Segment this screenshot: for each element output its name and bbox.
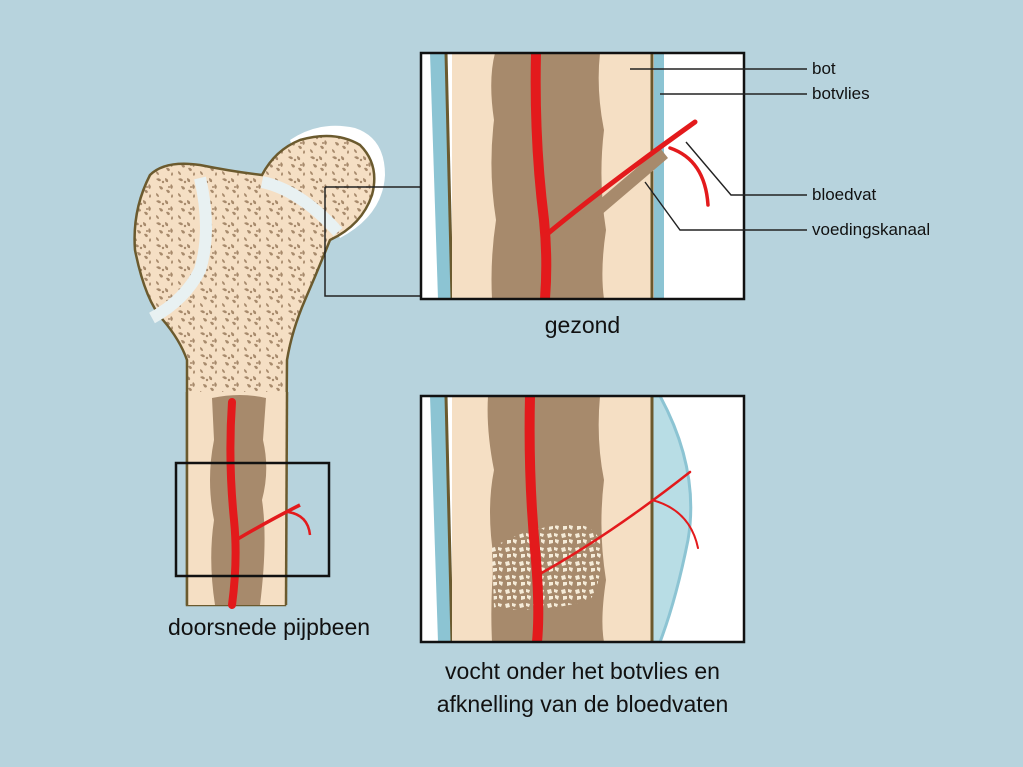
label-botvlies: botvlies — [812, 84, 870, 103]
healthy-inset — [419, 51, 746, 301]
label-bot: bot — [812, 59, 836, 78]
label-bloedvat: bloedvat — [812, 185, 877, 204]
femur-figure — [133, 125, 421, 609]
caption-bone-section: doorsnede pijpbeen — [168, 614, 371, 640]
zoom-box — [174, 461, 331, 578]
caption-healthy: gezond — [544, 312, 621, 338]
caption-swollen-line1: vocht onder het botvlies en — [445, 658, 720, 684]
caption-swollen-line2: afknelling van de bloedvaten — [436, 691, 729, 717]
connector-line — [324, 187, 421, 297]
swollen-inset — [419, 394, 746, 644]
leader-lines — [630, 68, 807, 231]
label-voedingskanaal: voedingskanaal — [812, 220, 931, 239]
